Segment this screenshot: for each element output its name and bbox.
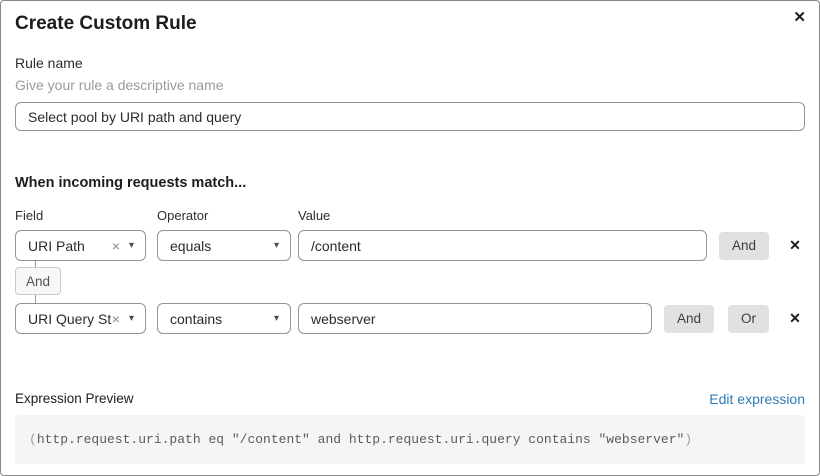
value-column-label: Value: [298, 208, 331, 223]
and-connector-badge: And: [15, 267, 62, 295]
edit-expression-link[interactable]: Edit expression: [709, 391, 805, 407]
field-select-1[interactable]: URI Path × ▾: [15, 230, 146, 261]
operator-select-1[interactable]: equals ▾: [157, 230, 291, 261]
expression-code-block: (http.request.uri.path eq "/content" and…: [15, 415, 805, 464]
chevron-down-icon: ▾: [273, 239, 279, 251]
clear-icon[interactable]: ×: [111, 310, 120, 327]
expression-preview-label: Expression Preview: [15, 391, 134, 406]
remove-condition-icon-1[interactable]: ✕: [789, 237, 801, 253]
field-select-2[interactable]: URI Query St... × ▾: [15, 303, 146, 334]
dialog-title: Create Custom Rule: [15, 13, 197, 34]
close-icon[interactable]: ✕: [793, 9, 806, 26]
chevron-down-icon: ▾: [273, 312, 279, 324]
operator-column-label: Operator: [157, 208, 209, 223]
rule-name-input[interactable]: [15, 102, 805, 131]
rule-name-label: Rule name: [15, 55, 83, 71]
add-or-condition-button-2[interactable]: Or: [728, 304, 769, 333]
field-select-2-value: URI Query St...: [28, 310, 112, 327]
add-and-condition-button-2[interactable]: And: [663, 304, 714, 333]
condition-row-1: URI Path × ▾ equals ▾ And ✕: [15, 230, 805, 261]
field-select-1-value: URI Path: [28, 237, 85, 254]
connector-line-bottom: [35, 295, 36, 303]
operator-select-1-value: equals: [170, 237, 212, 254]
condition-row-2: URI Query St... × ▾ contains ▾ And Or ✕: [15, 303, 805, 334]
expression-close-paren: ): [684, 432, 693, 447]
operator-select-2[interactable]: contains ▾: [157, 303, 291, 334]
condition-connector: And: [15, 261, 805, 303]
expression-code-text: http.request.uri.path eq "/content" and …: [36, 432, 685, 447]
chevron-down-icon: ▾: [128, 312, 134, 324]
value-input-1[interactable]: [298, 230, 707, 261]
rule-name-helper-text: Give your rule a descriptive name: [15, 77, 224, 93]
remove-condition-icon-2[interactable]: ✕: [789, 310, 801, 326]
expression-open-paren: (: [29, 432, 37, 447]
chevron-down-icon: ▾: [128, 239, 134, 251]
clear-icon[interactable]: ×: [111, 237, 120, 254]
add-and-condition-button-1[interactable]: And: [718, 231, 769, 260]
match-section-heading: When incoming requests match...: [15, 175, 247, 191]
connector-line-top: [35, 261, 36, 267]
value-input-2[interactable]: [298, 303, 652, 334]
condition-column-labels: Field Operator Value: [15, 208, 805, 223]
field-column-label: Field: [15, 208, 44, 223]
operator-select-2-value: contains: [170, 310, 223, 327]
expression-preview-header: Expression Preview Edit expression: [15, 391, 805, 407]
